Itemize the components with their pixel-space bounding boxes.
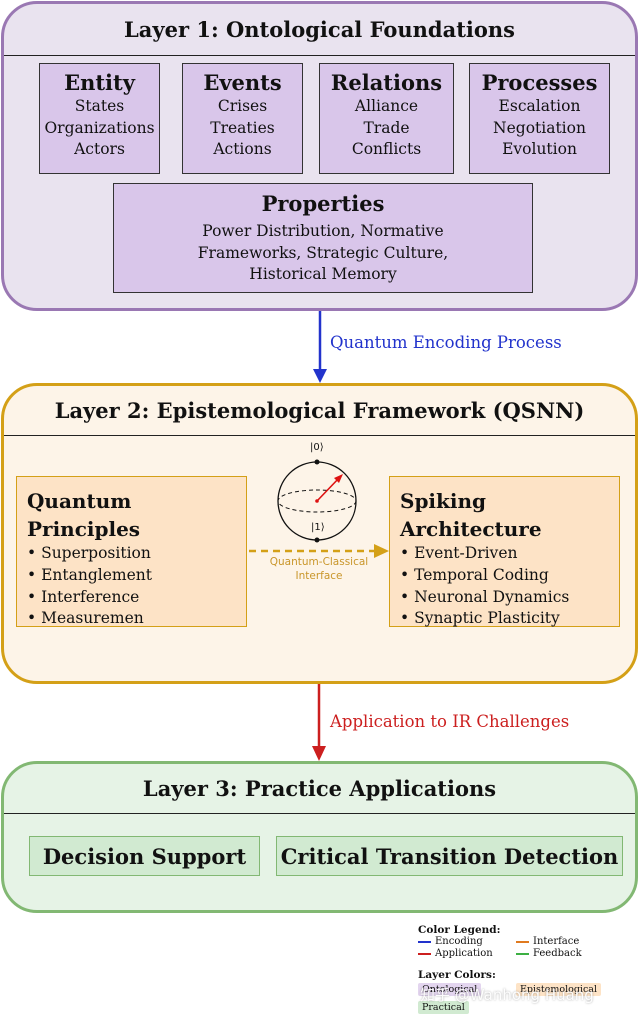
layer3-container: Layer 3: Practice Applications Decision …: [1, 761, 638, 913]
legend-item-encoding: Encoding: [418, 936, 483, 947]
spiking-architecture-box: Spiking Architecture • Event-Driven • Te…: [389, 476, 620, 627]
quantum-principle-item: • Interference: [27, 587, 140, 606]
entity-item: Actors: [74, 140, 125, 158]
layer1-container: Layer 1: Ontological Foundations Entity …: [1, 1, 638, 311]
critical-transition-detection-box: Critical Transition Detection: [276, 836, 623, 876]
layer1-title: Layer 1: Ontological Foundations: [4, 4, 635, 56]
interface-label-line: Interface: [295, 570, 343, 582]
legend-item-interface: Interface: [516, 936, 579, 947]
entity-title: Entity: [64, 70, 135, 95]
relations-title: Relations: [330, 70, 443, 95]
processes-item: Evolution: [502, 140, 577, 158]
layer3-title: Layer 3: Practice Applications: [4, 764, 635, 814]
encoding-arrow-label: Quantum Encoding Process: [330, 333, 562, 352]
legend-item-label: Encoding: [435, 936, 483, 947]
quantum-principle-item: • Superposition: [27, 544, 151, 562]
application-arrow-label: Application to IR Challenges: [330, 712, 570, 731]
layer2-container: Layer 2: Epistemological Framework (QSNN…: [1, 383, 638, 684]
application-arrow: [312, 684, 326, 761]
epistemological-chip: Epistemological: [516, 983, 601, 996]
application-swatch: [418, 952, 431, 955]
spiking-architecture-item: • Synaptic Plasticity: [400, 609, 560, 628]
quantum-principles-title: Quantum Principles: [27, 489, 141, 541]
quantum-principle-item: • Entanglement: [27, 565, 152, 584]
legend-item-label: Interface: [533, 936, 580, 947]
ontological-chip: Ontological: [418, 983, 482, 996]
legend-item-label: Feedback: [533, 948, 582, 959]
layer-colors-title: Layer Colors:: [418, 969, 496, 981]
entity-box: Entity States Organizations Actors: [39, 63, 160, 174]
events-item: Actions: [213, 140, 272, 158]
relations-box: Relations Alliance Trade Conflicts: [319, 63, 454, 174]
properties-line: Historical Memory: [249, 265, 397, 283]
processes-item: Escalation: [498, 97, 581, 115]
legend-item-feedback: Feedback: [516, 948, 582, 959]
decision-support-box: Decision Support: [29, 836, 260, 876]
entity-item: Organizations: [44, 118, 155, 137]
events-item: Treaties: [210, 118, 275, 137]
encoding-swatch: [418, 940, 431, 943]
legend-item-application: Application: [418, 948, 493, 959]
spiking-architecture-item: • Temporal Coding: [400, 565, 549, 584]
processes-title: Processes: [481, 70, 598, 95]
interface-label-line: Quantum-Classical: [269, 556, 369, 568]
properties-box: Properties Power Distribution, Normative…: [113, 183, 533, 293]
interface-swatch: [516, 940, 529, 943]
entity-item: States: [74, 97, 125, 115]
spiking-architecture-item: • Neuronal Dynamics: [400, 587, 570, 606]
practical-chip: Practical: [418, 1001, 469, 1014]
properties-title: Properties: [261, 191, 385, 216]
legend-title: Color Legend:: [418, 924, 501, 936]
relations-item: Trade: [363, 118, 410, 137]
interface-label: Quantum-Classical Interface: [259, 555, 379, 583]
bloch-sphere-icon: [277, 459, 357, 543]
events-title: Events: [203, 70, 282, 95]
spiking-architecture-item: • Event-Driven: [400, 544, 518, 562]
bloch-top-label: |0⟩: [310, 442, 324, 453]
events-item: Crises: [217, 97, 268, 115]
properties-line: Frameworks, Strategic Culture,: [197, 243, 449, 262]
bloch-bottom-label: |1⟩: [311, 522, 325, 533]
color-legend: Color Legend: Encoding Interface Applica…: [410, 918, 628, 1020]
spiking-architecture-title: Spiking Architecture: [400, 489, 542, 541]
watermark: 知乎 @Wanhong Huang: [420, 986, 594, 1004]
layer2-title: Layer 2: Epistemological Framework (QSNN…: [4, 386, 635, 436]
relations-item: Alliance: [354, 97, 419, 115]
feedback-swatch: [516, 952, 529, 955]
events-box: Events Crises Treaties Actions: [182, 63, 303, 174]
processes-item: Negotiation: [493, 118, 586, 137]
properties-line: Power Distribution, Normative: [202, 222, 444, 240]
quantum-principles-box: Quantum Principles • Superposition • Ent…: [16, 476, 247, 627]
relations-item: Conflicts: [351, 140, 422, 158]
processes-box: Processes Escalation Negotiation Evoluti…: [469, 63, 610, 174]
quantum-principle-item: • Measuremen: [27, 609, 144, 628]
legend-item-label: Application: [435, 948, 493, 959]
encoding-arrow: [313, 311, 327, 383]
interface-arrow: [249, 544, 389, 558]
